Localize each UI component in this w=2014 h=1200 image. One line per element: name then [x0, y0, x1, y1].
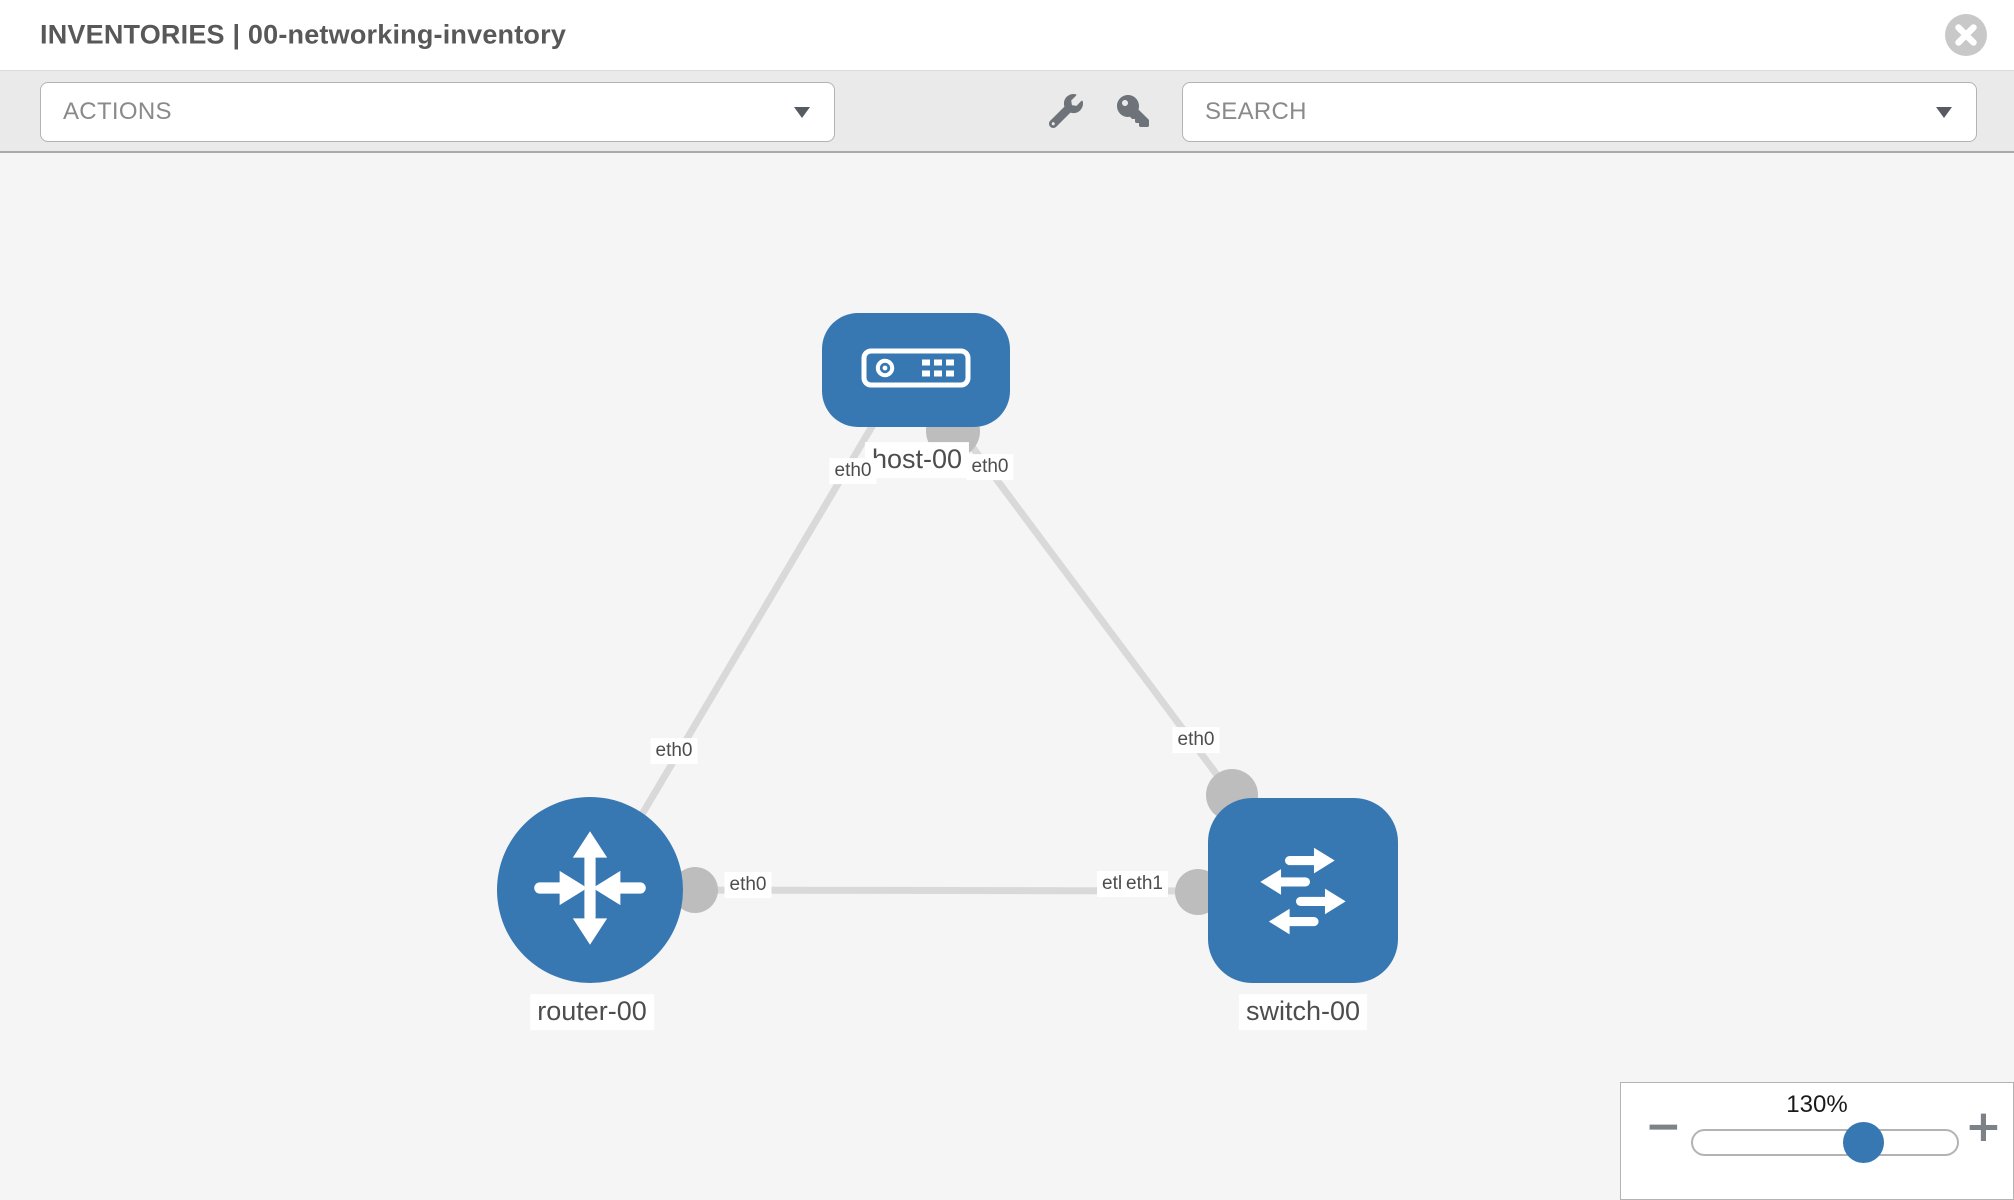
host-icon — [861, 348, 971, 393]
caret-down-icon — [794, 107, 810, 118]
actions-dropdown-label: ACTIONS — [63, 98, 172, 125]
zoom-slider-thumb[interactable] — [1843, 1122, 1884, 1163]
node-router-00[interactable] — [497, 797, 683, 983]
node-host-00[interactable] — [822, 313, 1010, 427]
if-label-switch-eth0-top: eth0 — [1172, 727, 1220, 753]
zoom-slider-track[interactable] — [1691, 1129, 1959, 1156]
actions-dropdown[interactable]: ACTIONS — [40, 82, 835, 142]
caret-down-icon — [1936, 107, 1952, 118]
configure-tools-button[interactable] — [1040, 71, 1092, 154]
router-icon — [524, 822, 656, 959]
key-icon — [1117, 95, 1149, 130]
plus-icon: + — [1965, 1101, 2002, 1152]
switch-icon — [1242, 826, 1364, 955]
search-dropdown-label: SEARCH — [1205, 98, 1307, 125]
zoom-in-button[interactable]: + — [1965, 1105, 2002, 1149]
if-label-router-eth0-top: eth0 — [650, 738, 698, 764]
if-label-host-eth0-left: eth0 — [829, 458, 877, 484]
node-label-router-00: router-00 — [530, 994, 654, 1030]
close-button[interactable] — [1944, 13, 1988, 57]
topology-canvas[interactable] — [0, 153, 2014, 1200]
close-icon — [1944, 14, 1988, 60]
search-dropdown[interactable]: SEARCH — [1182, 82, 1977, 142]
zoom-panel: 130% − + — [1620, 1082, 2014, 1200]
node-label-host-00: host-00 — [864, 442, 970, 478]
if-label-host-eth0-right: eth0 — [966, 454, 1014, 480]
node-label-switch-00: switch-00 — [1238, 994, 1368, 1030]
wrench-icon — [1048, 94, 1083, 131]
minus-icon: − — [1645, 1101, 1682, 1152]
node-switch-00[interactable] — [1208, 798, 1398, 983]
zoom-out-button[interactable]: − — [1645, 1105, 1682, 1149]
header: INVENTORIES | 00-networking-inventory — [0, 0, 2014, 70]
page-title: INVENTORIES | 00-networking-inventory — [40, 19, 567, 50]
toolbar: ACTIONS SEARCH — [0, 70, 2014, 153]
if-label-switch-eth1: eth1 — [1121, 871, 1168, 897]
zoom-level-value: 130% — [1786, 1091, 1848, 1118]
if-label-router-eth0-right: eth0 — [724, 872, 772, 898]
credentials-button[interactable] — [1107, 71, 1159, 154]
